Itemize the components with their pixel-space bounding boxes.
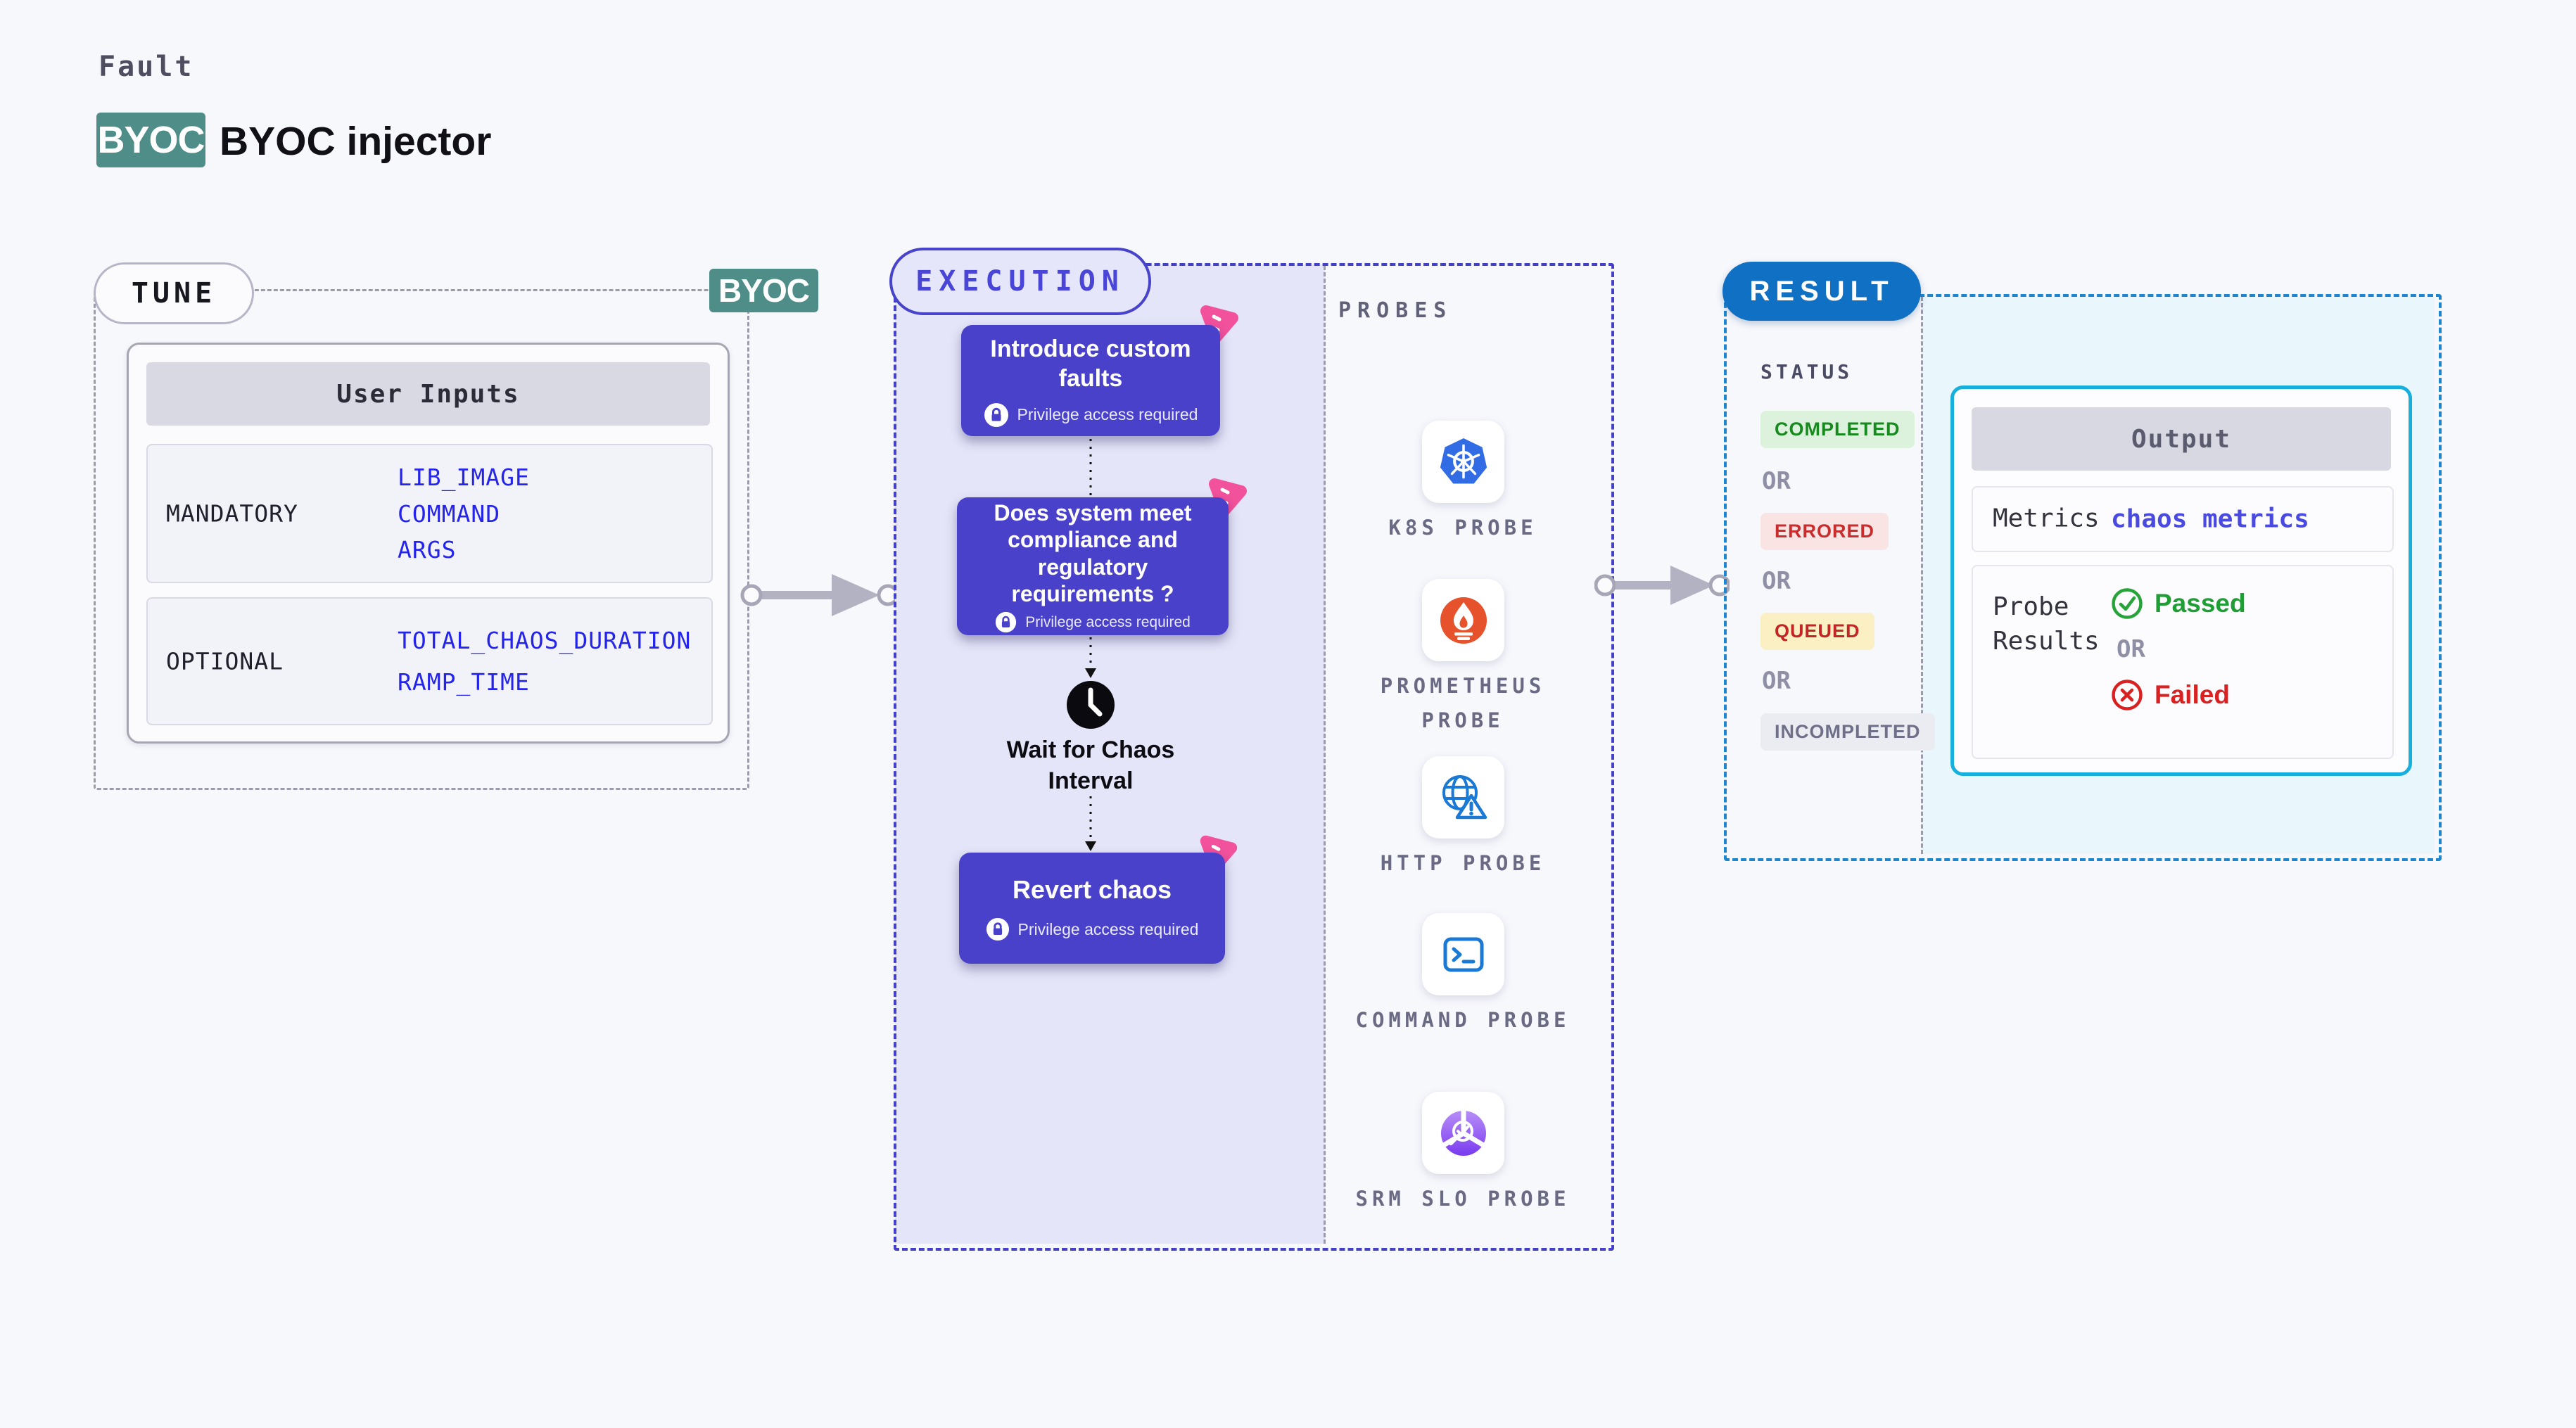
flow-connector <box>1085 796 1096 851</box>
page-title: BYOC injector <box>220 119 492 164</box>
probe-results-values: Passed OR Failed <box>2111 587 2246 711</box>
status-badge-completed: COMPLETED <box>1760 411 1915 448</box>
globe-alert-icon <box>1442 774 1487 819</box>
or-label: OR <box>1762 667 1791 695</box>
privilege-note: Privilege access required <box>986 917 1199 941</box>
privilege-text: Privilege access required <box>1017 405 1198 423</box>
passed-label: Passed <box>2155 589 2246 618</box>
table-row-optional: OPTIONAL TOTAL_CHAOS_DURATION RAMP_TIME <box>146 597 713 725</box>
probe-item-http <box>1422 756 1504 839</box>
wait-label: Wait for Chaos Interval <box>1006 737 1175 795</box>
env-var: RAMP_TIME <box>398 668 530 696</box>
output-card: Output Metrics chaos metrics Probe Resul… <box>1950 385 2412 776</box>
or-label: OR <box>2117 635 2145 663</box>
lock-icon <box>986 917 1009 941</box>
fault-card-introduce: Introduce custom faults Privilege access… <box>961 325 1220 436</box>
lock-icon <box>984 402 1008 427</box>
privilege-text: Privilege access required <box>1025 613 1191 630</box>
terminal-icon <box>1443 937 1483 971</box>
status-badge-queued: QUEUED <box>1760 613 1874 650</box>
user-inputs-table: User Inputs MANDATORY LIB_IMAGE COMMAND … <box>127 343 730 744</box>
card-title: Introduce custom faults <box>990 335 1191 393</box>
failed-result: Failed <box>2111 679 2246 711</box>
probe-label: PROMETHEUS PROBE <box>1380 674 1546 733</box>
probe-item-srm-slo <box>1422 1092 1504 1174</box>
probe-results-row: Probe Results Passed OR Faile <box>1972 565 2394 759</box>
probe-item-k8s <box>1422 421 1504 503</box>
result-pill: RESULT <box>1722 262 1921 321</box>
probe-label: K8S PROBE <box>1388 516 1537 540</box>
flow-arrow-execution-to-result <box>1594 566 1730 605</box>
probe-item-command <box>1422 913 1504 995</box>
row-label: MANDATORY <box>166 499 298 528</box>
flow-arrow-tune-to-execution <box>740 574 899 616</box>
passed-result: Passed <box>2111 587 2246 620</box>
status-heading: STATUS <box>1760 360 1853 383</box>
flow-connector <box>1085 637 1096 678</box>
metrics-value: chaos metrics <box>2111 504 2309 534</box>
env-var: ARGS <box>398 535 457 563</box>
prometheus-icon <box>1440 597 1487 644</box>
or-label: OR <box>1762 467 1791 495</box>
check-circle-icon <box>2112 588 2143 619</box>
execution-probes-divider <box>1324 266 1326 1244</box>
probes-heading: PROBES <box>1338 298 1453 323</box>
lock-icon <box>996 612 1017 633</box>
fault-card-compliance: Does system meet compliance and regulato… <box>957 497 1229 635</box>
status-badge-incompleted: INCOMPLETED <box>1760 713 1935 751</box>
slo-gauge-icon <box>1440 1109 1486 1156</box>
status-output-divider <box>1921 297 1923 854</box>
table-header: User Inputs <box>146 362 710 426</box>
card-title: Revert chaos <box>1012 875 1172 904</box>
tune-pill: TUNE <box>94 262 254 324</box>
kubernetes-icon <box>1440 438 1487 484</box>
privilege-note: Privilege access required <box>995 611 1191 633</box>
env-var: LIB_IMAGE <box>398 464 530 492</box>
failed-label: Failed <box>2155 680 2230 709</box>
output-header: Output <box>1972 407 2391 471</box>
metrics-label: Metrics <box>1993 504 2100 533</box>
probe-results-label: Probe Results <box>1993 592 2100 656</box>
execution-pill: EXECUTION <box>889 248 1151 315</box>
status-badge-errored: ERRORED <box>1760 513 1889 550</box>
tune-region <box>94 289 749 790</box>
env-var: TOTAL_CHAOS_DURATION <box>398 627 692 654</box>
probe-label: COMMAND PROBE <box>1355 1008 1571 1032</box>
byoc-logo-badge: BYOC <box>96 113 205 167</box>
clock-icon <box>1067 681 1115 729</box>
env-var: COMMAND <box>398 499 501 528</box>
byoc-tag: BYOC <box>709 269 818 312</box>
or-label: OR <box>1762 567 1791 595</box>
fault-eyebrow: Fault <box>99 51 194 83</box>
row-label: OPTIONAL <box>166 647 284 675</box>
card-title: Does system meet compliance and regulato… <box>994 499 1192 606</box>
table-row-mandatory: MANDATORY LIB_IMAGE COMMAND ARGS <box>146 444 713 583</box>
execution-region <box>894 263 1614 1251</box>
privilege-note: Privilege access required <box>984 402 1198 428</box>
result-region <box>1724 294 2442 861</box>
probe-label: HTTP PROBE <box>1380 851 1546 875</box>
privilege-text: Privilege access required <box>1017 919 1199 938</box>
cross-circle-icon <box>2112 680 2143 710</box>
fault-card-revert: Revert chaos Privilege access required <box>959 853 1225 964</box>
probe-label: SRM SLO PROBE <box>1355 1187 1571 1211</box>
metrics-row: Metrics chaos metrics <box>1972 486 2394 552</box>
probe-item-prometheus <box>1422 579 1504 661</box>
